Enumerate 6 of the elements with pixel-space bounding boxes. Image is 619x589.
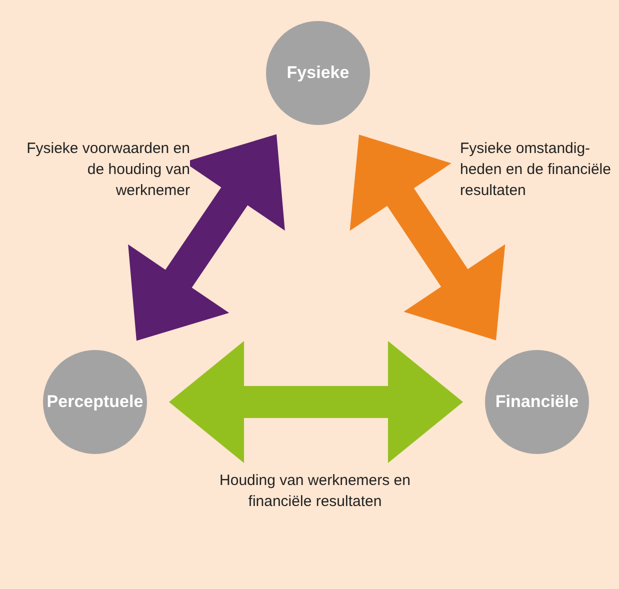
double-arrow: [350, 134, 506, 340]
circle-label: Financiële: [495, 392, 579, 412]
circle-label: Fysieke: [286, 63, 350, 83]
circle-label: Perceptuele: [46, 392, 144, 412]
double-arrow: [128, 134, 285, 341]
double-arrow: [169, 341, 463, 463]
